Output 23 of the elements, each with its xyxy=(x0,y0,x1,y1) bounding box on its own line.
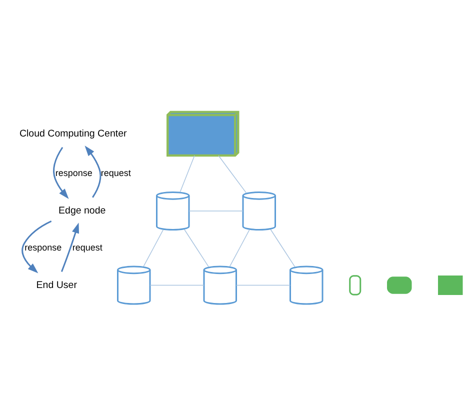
node-text: Cloud Computing Center xyxy=(19,128,127,140)
node-monitor xyxy=(438,276,463,295)
arrow xyxy=(53,146,69,199)
connector xyxy=(236,284,291,286)
arrow xyxy=(84,146,102,198)
node-text: End User xyxy=(36,280,77,291)
connector xyxy=(218,155,247,194)
node-car xyxy=(387,276,412,294)
connector xyxy=(188,210,244,212)
edge-label: request xyxy=(72,242,102,252)
node-text: Edge node xyxy=(58,206,106,217)
arrow xyxy=(22,220,52,274)
edge-label: response xyxy=(55,168,92,178)
edge-label: response xyxy=(24,242,62,252)
node-phone xyxy=(349,275,362,296)
edge-label: request xyxy=(100,168,131,178)
connector xyxy=(143,229,164,267)
connector xyxy=(270,228,296,268)
connector xyxy=(229,229,250,267)
connector xyxy=(184,228,209,268)
connector xyxy=(180,155,195,192)
connector xyxy=(150,284,204,286)
arrow xyxy=(60,222,79,272)
